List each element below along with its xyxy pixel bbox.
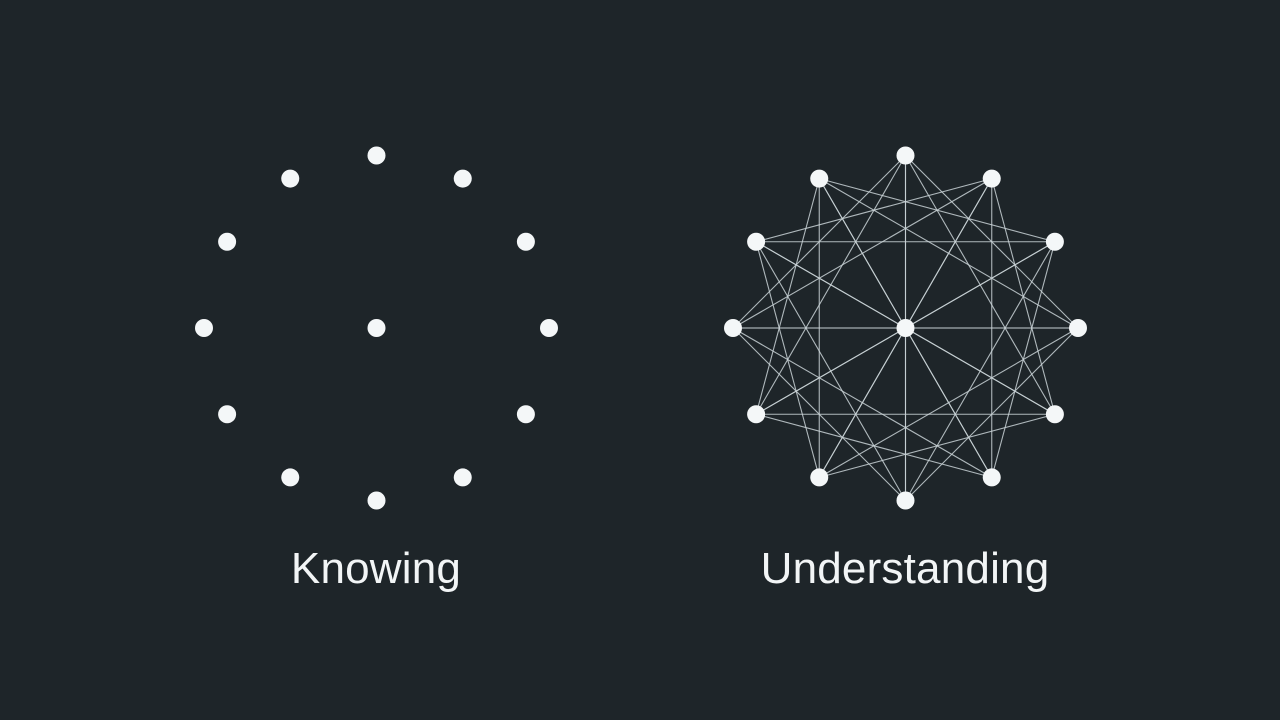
graph-node-center — [367, 319, 386, 337]
edges-understanding — [732, 154, 1079, 502]
graph-node — [810, 169, 829, 188]
graph-node — [747, 405, 766, 424]
graph-node — [810, 468, 829, 487]
graph-node — [1045, 405, 1064, 424]
nodes-understanding — [724, 146, 1087, 510]
graph-node — [453, 169, 472, 188]
graph-node — [1069, 319, 1087, 337]
graph-node — [540, 319, 558, 337]
graph-node — [982, 468, 1001, 487]
graph-node — [1045, 232, 1064, 251]
graph-node — [896, 146, 915, 165]
graph-node — [747, 232, 766, 251]
graph-node — [367, 146, 386, 165]
graph-node — [218, 405, 237, 424]
graph-node — [218, 232, 237, 251]
graph-node — [516, 232, 535, 251]
graph-node — [367, 491, 386, 510]
graph-node-center — [896, 319, 915, 337]
graph-node — [982, 169, 1001, 188]
graph-node — [724, 319, 742, 337]
graph-node — [516, 405, 535, 424]
graph-node — [281, 468, 300, 487]
graph-node — [896, 491, 915, 510]
graph-node — [281, 169, 300, 188]
nodes-knowing — [195, 146, 558, 510]
graph-node — [195, 319, 213, 337]
graph-node — [453, 468, 472, 487]
panel-label-knowing: Knowing — [290, 544, 462, 594]
panel-label-understanding: Understanding — [760, 544, 1050, 594]
